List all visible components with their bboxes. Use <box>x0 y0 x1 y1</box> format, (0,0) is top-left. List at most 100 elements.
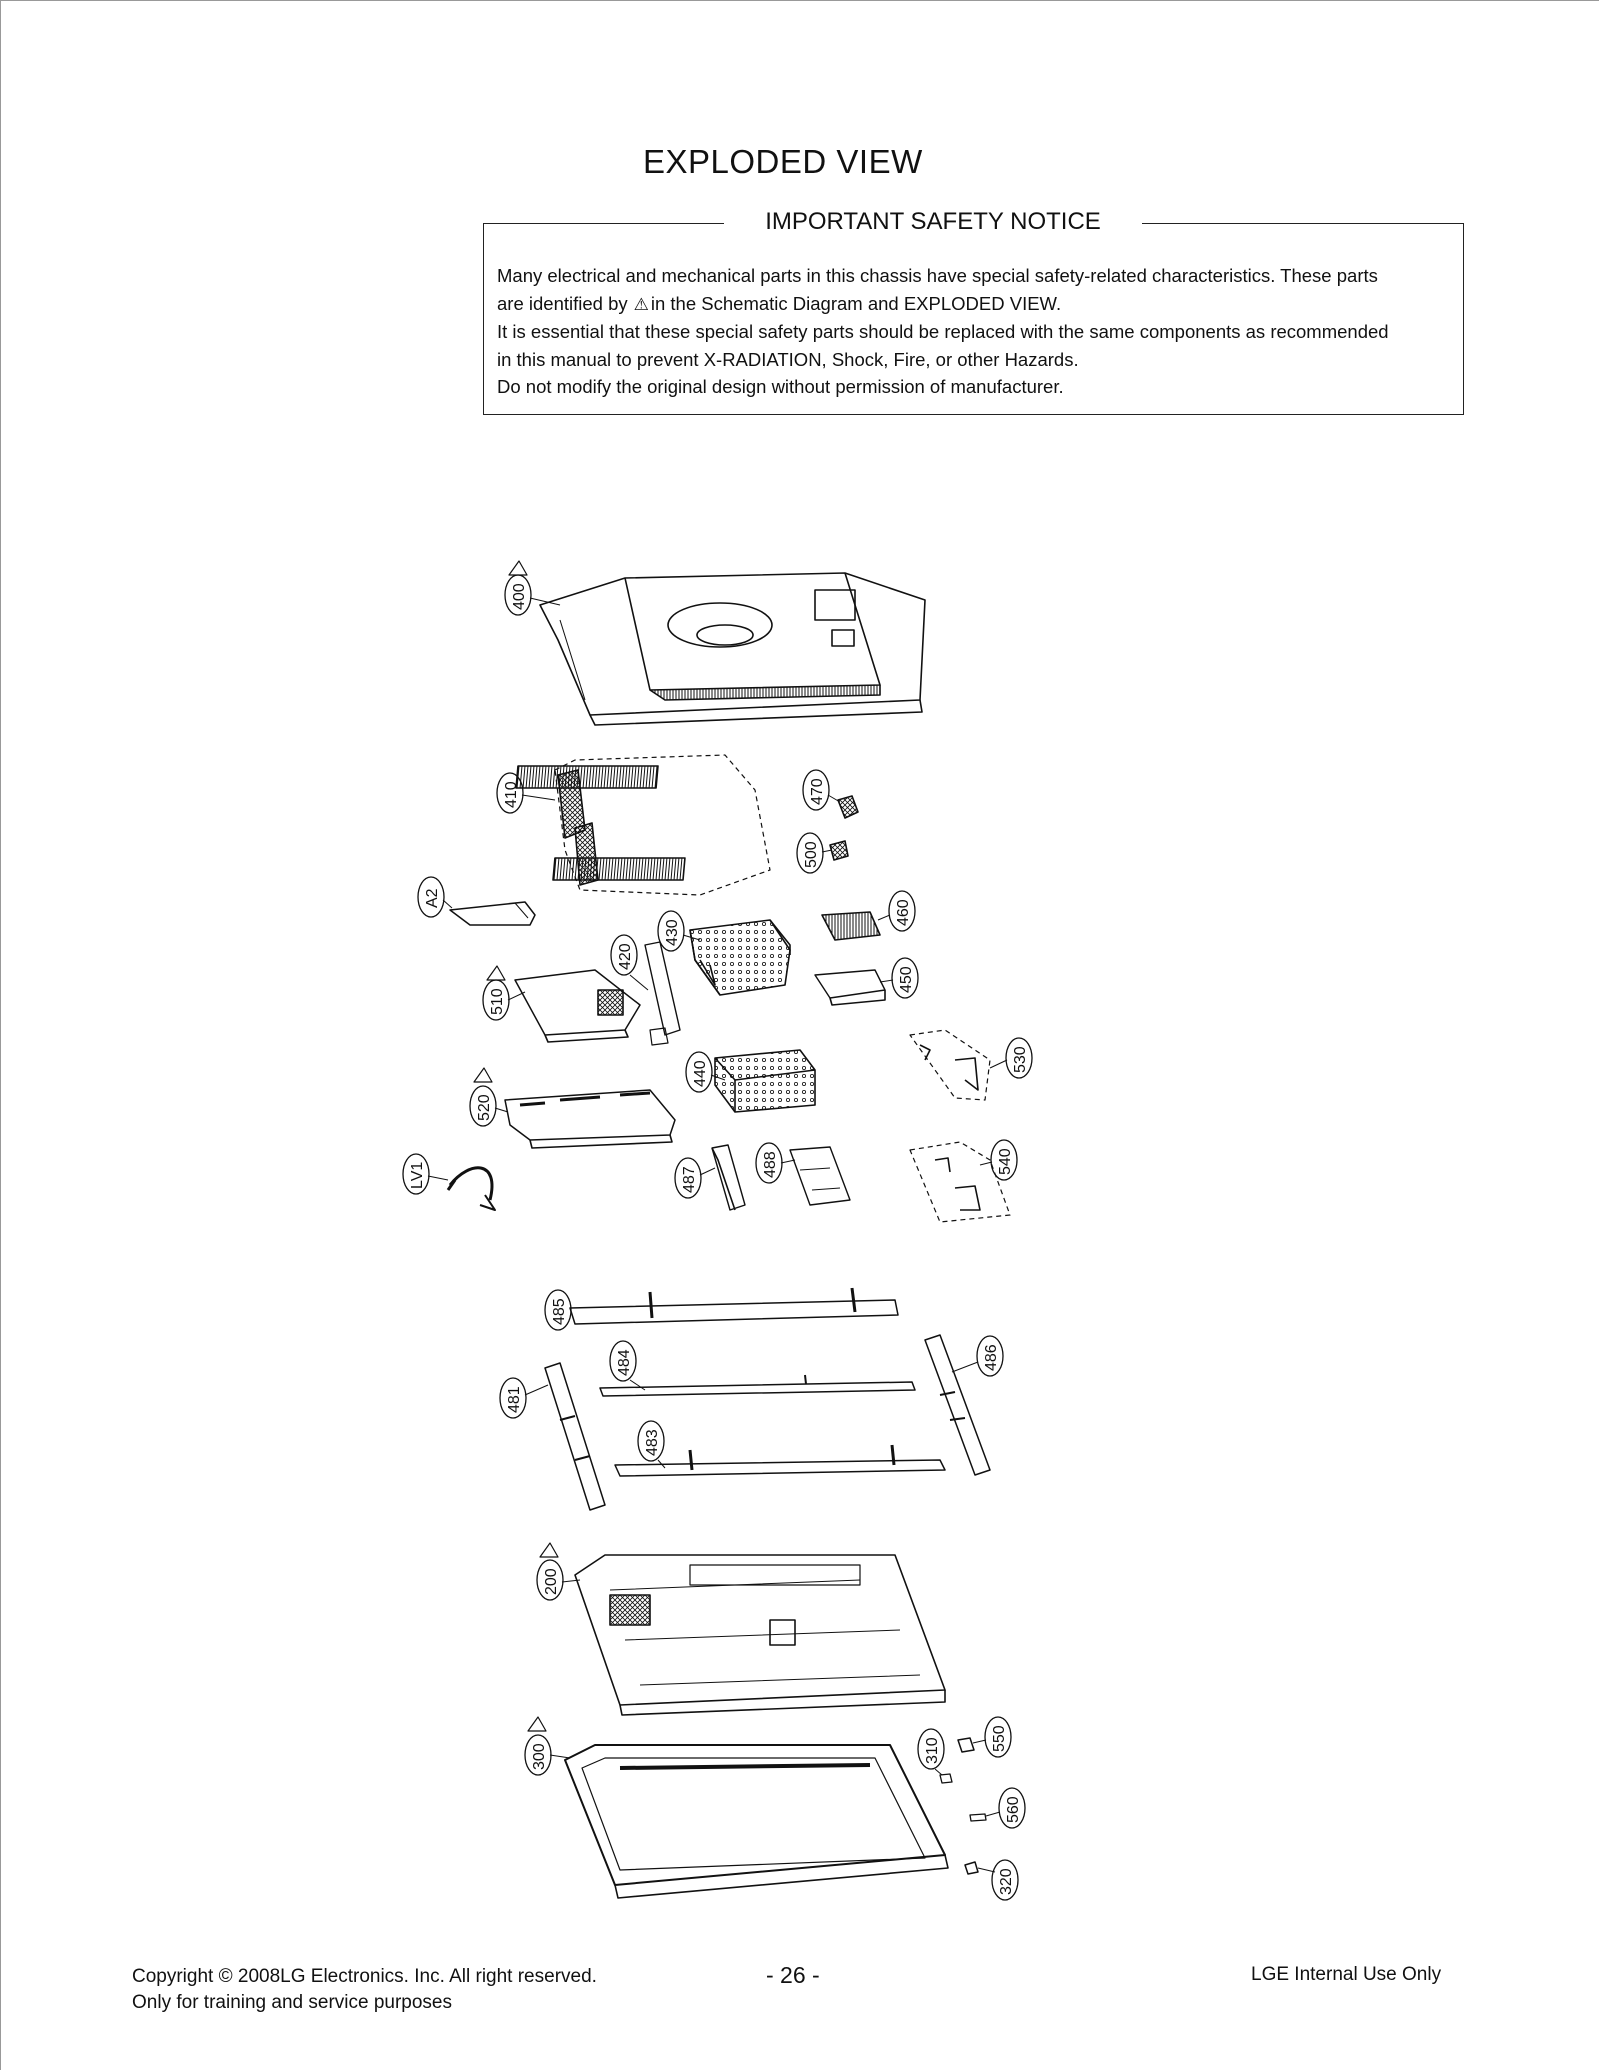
callout-560: 560 <box>985 1787 1026 1829</box>
callout-label-200: 200 <box>543 1568 560 1595</box>
callout-label-510: 510 <box>489 988 506 1015</box>
part-470 <box>837 795 859 819</box>
callout-520: 520 <box>469 1067 509 1127</box>
callout-label-500: 500 <box>803 841 820 868</box>
callout-label-520: 520 <box>476 1094 493 1121</box>
side-bracket-part-481 <box>544 1362 606 1511</box>
safety-notice-box: IMPORTANT SAFETY NOTICE Many electrical … <box>483 208 1464 415</box>
rail-part-483 <box>614 1444 946 1477</box>
back-cover-part-400 <box>539 572 926 726</box>
shield-part-430 <box>689 919 791 996</box>
bracket-part-487 <box>711 1144 746 1211</box>
bracket-part-488 <box>789 1146 851 1206</box>
callout-481: 481 <box>499 1377 549 1419</box>
panel-group-part-410 <box>515 754 771 896</box>
callout-470: 470 <box>802 769 841 811</box>
footer-training-note: Only for training and service purposes <box>132 1992 452 2013</box>
part-560 <box>969 1813 987 1822</box>
notice-line-2-start: are identified by <box>497 292 628 314</box>
footer-internal-use: LGE Internal Use Only <box>1251 1964 1442 1985</box>
callout-LV1: LV1 <box>402 1153 449 1195</box>
part-460 <box>821 911 881 941</box>
callout-488: 488 <box>755 1142 796 1184</box>
callout-460: 460 <box>877 890 916 932</box>
callout-320: 320 <box>977 1859 1019 1901</box>
notice-line-2: are identified by⚠in the Schematic Diagr… <box>497 290 1447 319</box>
callout-540: 540 <box>979 1139 1018 1181</box>
footer-copyright-block: Copyright © 2008LG Electronics. Inc. All… <box>132 1964 597 2016</box>
frame-part-200 <box>574 1554 946 1716</box>
callout-label-560: 560 <box>1005 1796 1022 1823</box>
notice-line-5: Do not modify the original design withou… <box>497 376 1064 397</box>
bracket-part-450 <box>814 969 886 1006</box>
callout-label-450: 450 <box>898 966 915 993</box>
callout-label-320: 320 <box>998 1868 1015 1895</box>
part-A2 <box>449 901 536 926</box>
part-500 <box>829 840 849 861</box>
part-550 <box>957 1737 975 1753</box>
callout-550: 550 <box>972 1716 1012 1758</box>
callout-310: 310 <box>917 1728 945 1776</box>
part-320 <box>964 1861 979 1875</box>
part-310 <box>939 1773 953 1784</box>
safety-notice-body: Many electrical and mechanical parts in … <box>497 262 1447 401</box>
callout-label-486: 486 <box>983 1344 1000 1371</box>
callout-label-410: 410 <box>503 781 520 808</box>
callout-420: 420 <box>610 934 649 991</box>
callout-label-400: 400 <box>511 583 528 610</box>
footer-copyright: Copyright © 2008LG Electronics. Inc. All… <box>132 1966 597 1987</box>
callout-label-530: 530 <box>1012 1046 1029 1073</box>
callout-450: 450 <box>879 957 919 999</box>
callout-label-LV1: LV1 <box>409 1162 426 1189</box>
callout-400: 400 <box>504 560 561 616</box>
callout-label-A2: A2 <box>424 888 441 908</box>
callout-label-484: 484 <box>616 1349 633 1376</box>
board-part-520 <box>504 1089 676 1149</box>
callout-label-540: 540 <box>997 1148 1014 1175</box>
callout-510: 510 <box>482 965 526 1021</box>
side-bracket-part-486 <box>924 1334 991 1476</box>
callout-486: 486 <box>951 1335 1004 1377</box>
rail-part-485 <box>569 1287 899 1325</box>
callout-label-300: 300 <box>531 1743 548 1770</box>
callout-label-440: 440 <box>692 1060 709 1087</box>
callout-label-481: 481 <box>506 1386 523 1413</box>
safety-notice-heading: IMPORTANT SAFETY NOTICE <box>724 208 1142 236</box>
rail-part-484 <box>599 1374 916 1397</box>
board-part-510 <box>514 969 641 1043</box>
callout-530: 530 <box>989 1037 1033 1079</box>
callout-484: 484 <box>609 1340 646 1391</box>
callout-A2: A2 <box>417 876 453 918</box>
callout-440: 440 <box>685 1051 726 1093</box>
shield-part-440 <box>714 1049 816 1113</box>
callout-label-483: 483 <box>644 1429 661 1456</box>
bracket-group-part-540 <box>909 1141 1011 1223</box>
notice-line-1: Many electrical and mechanical parts in … <box>497 265 1378 286</box>
callout-485: 485 <box>544 1289 572 1331</box>
notice-line-4: in this manual to prevent X-RADIATION, S… <box>497 348 1079 370</box>
callout-label-460: 460 <box>895 899 912 926</box>
callout-label-420: 420 <box>617 943 634 970</box>
callout-487: 487 <box>674 1157 716 1199</box>
callout-410: 410 <box>496 772 556 814</box>
callout-200: 200 <box>536 1542 581 1601</box>
callout-label-430: 430 <box>664 919 681 946</box>
callout-430: 430 <box>657 910 701 952</box>
page-title: EXPLODED VIEW <box>643 143 923 180</box>
callout-label-310: 310 <box>924 1737 941 1764</box>
bezel-part-300 <box>564 1744 949 1899</box>
callout-label-487: 487 <box>681 1166 698 1193</box>
callout-label-550: 550 <box>991 1725 1008 1752</box>
callout-500: 500 <box>796 832 833 874</box>
bracket-group-part-530 <box>909 1029 991 1101</box>
footer-page-number: - 26 - <box>766 1962 820 1988</box>
warning-triangle-icon: ⚠ <box>633 294 649 314</box>
callout-label-488: 488 <box>762 1151 779 1178</box>
notice-line-2-end: in the Schematic Diagram and EXPLODED VI… <box>650 292 1062 314</box>
callout-label-470: 470 <box>809 778 826 805</box>
notice-line-3: It is essential that these special safet… <box>497 321 1389 342</box>
callout-300: 300 <box>524 1716 571 1776</box>
bracket-part-420 <box>644 941 681 1046</box>
